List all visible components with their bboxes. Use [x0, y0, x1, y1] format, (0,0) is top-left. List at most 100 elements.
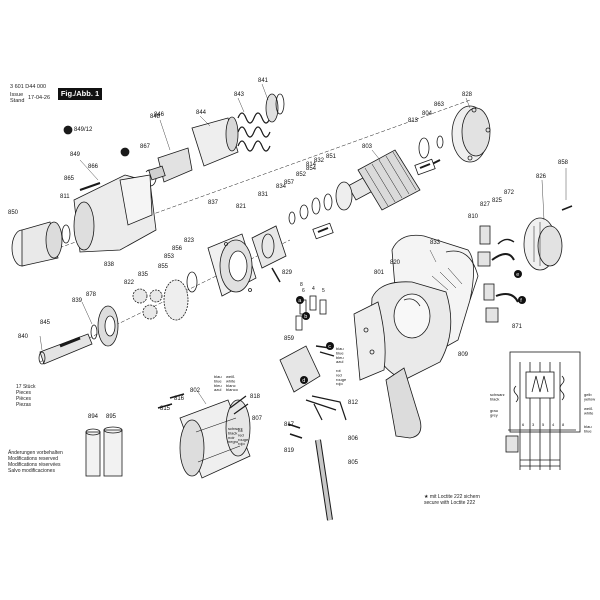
- part-label-807: 807: [252, 416, 263, 422]
- part-label-810: 810: [468, 214, 479, 220]
- part-label-823: 823: [184, 238, 195, 244]
- part-850-nose-cone: [11, 221, 63, 267]
- part-832-washer: [323, 193, 333, 211]
- part-844-hammer-cage: [191, 116, 239, 167]
- part-label-825: 825: [492, 198, 503, 204]
- part-866-front-housing: [73, 174, 157, 253]
- part-829-screw: [271, 267, 281, 283]
- part-label-845: 845: [40, 320, 51, 326]
- part-label-833: 833: [430, 240, 441, 246]
- part-815-816-screws: [157, 393, 185, 409]
- part-812-cable-set: [305, 395, 347, 421]
- part-label-826: 826: [536, 174, 547, 180]
- part-label-801: 801: [374, 270, 385, 276]
- part-label-827: 827: [480, 202, 491, 208]
- part-label-834: 834: [276, 184, 287, 190]
- part-label-848: 848: [150, 114, 161, 120]
- part-label-802: 802: [190, 388, 201, 394]
- part-label-822: 822: [124, 280, 135, 286]
- part-label-816: 816: [174, 396, 185, 402]
- part-843-spring: [237, 112, 271, 152]
- issue-label: Issue: [10, 92, 24, 98]
- part-label-805: 805: [348, 460, 359, 466]
- part-label-857: 857: [284, 180, 295, 186]
- part-label-835: 835: [138, 272, 149, 278]
- part-label-871: 871: [512, 324, 523, 330]
- part-label-820: 820: [390, 260, 401, 266]
- connector-letter-b: b: [302, 312, 310, 320]
- part-label-804: 804: [422, 111, 433, 117]
- part-label-812: 812: [348, 400, 359, 406]
- connector-letter-e: e: [514, 270, 522, 278]
- part-801-grip: [385, 367, 422, 439]
- part-826-brush-ring: [523, 217, 563, 271]
- grease-symbol-icon: [312, 222, 334, 240]
- document-number: 3 601 D44 000: [10, 84, 47, 90]
- part-label-811: 811: [60, 194, 70, 200]
- part-865-pin: [79, 182, 101, 191]
- callout-number: 8: [300, 282, 303, 288]
- part-label-841: 841: [258, 78, 269, 84]
- part-848-anvil: [148, 147, 193, 183]
- part-840-output-shaft: [38, 333, 93, 365]
- part-label-859: 859: [284, 336, 295, 342]
- part-label-878: 878: [86, 292, 97, 298]
- figure-label: Fig./Abb. 1: [58, 88, 102, 100]
- callout-number: 5: [322, 288, 325, 294]
- part-label-814: 814: [306, 162, 317, 168]
- schematic-terminal: 5: [542, 422, 545, 427]
- part-822-ring-gear: [163, 279, 189, 321]
- part-804-bearing: [418, 137, 430, 159]
- part-label-837: 837: [208, 200, 219, 206]
- part-label-813: 813: [408, 118, 419, 124]
- pieces-note: 17 Stück Pieces Pièces Piezas: [16, 384, 36, 408]
- part-label-843: 843: [234, 92, 245, 98]
- svg-text:e: e: [516, 272, 519, 278]
- part-852-washer: [311, 197, 321, 215]
- part-label-850: 850: [8, 210, 19, 216]
- part-label-895: 895: [106, 414, 117, 420]
- part-label-840: 840: [18, 334, 29, 340]
- svg-text:c: c: [328, 344, 331, 350]
- part-828-rear-cover: [451, 105, 491, 163]
- part-label-894: 894: [88, 414, 99, 420]
- part-label-851: 851: [326, 154, 337, 160]
- part-label-853: 853: [164, 254, 175, 260]
- svg-text:a: a: [298, 298, 302, 304]
- schematic-terminal: 4: [552, 422, 555, 427]
- part-label-855: 855: [158, 264, 169, 270]
- wiring-schematic: [505, 351, 581, 470]
- part-803-armature: [347, 149, 441, 211]
- part-label-803: 803: [362, 144, 373, 150]
- connector-letter-a: a: [296, 296, 304, 304]
- part-851-fan: [335, 181, 353, 211]
- part-label-852: 852: [296, 172, 307, 178]
- part-label-828: 828: [462, 92, 473, 98]
- part-label-856: 856: [172, 246, 183, 252]
- part-820-cover: [445, 250, 479, 301]
- part-label-809: 809: [458, 352, 469, 358]
- part-label-817: 817: [284, 422, 295, 428]
- schematic-terminal: 6: [522, 422, 525, 427]
- part-label-872: 872: [504, 190, 515, 196]
- loctite-note: ★ mit Loctite 222 sichern secure with Lo…: [424, 494, 480, 506]
- part-number-labels: 841843844846848849/128498508658668678118…: [8, 78, 569, 466]
- part-802-field-coil: [179, 395, 251, 479]
- schematic-terminal: 8: [562, 422, 565, 427]
- part-label-849: 849: [70, 152, 81, 158]
- part-895-grease: [103, 426, 123, 477]
- svg-text:f: f: [520, 298, 522, 304]
- part-label-858: 858: [558, 160, 569, 166]
